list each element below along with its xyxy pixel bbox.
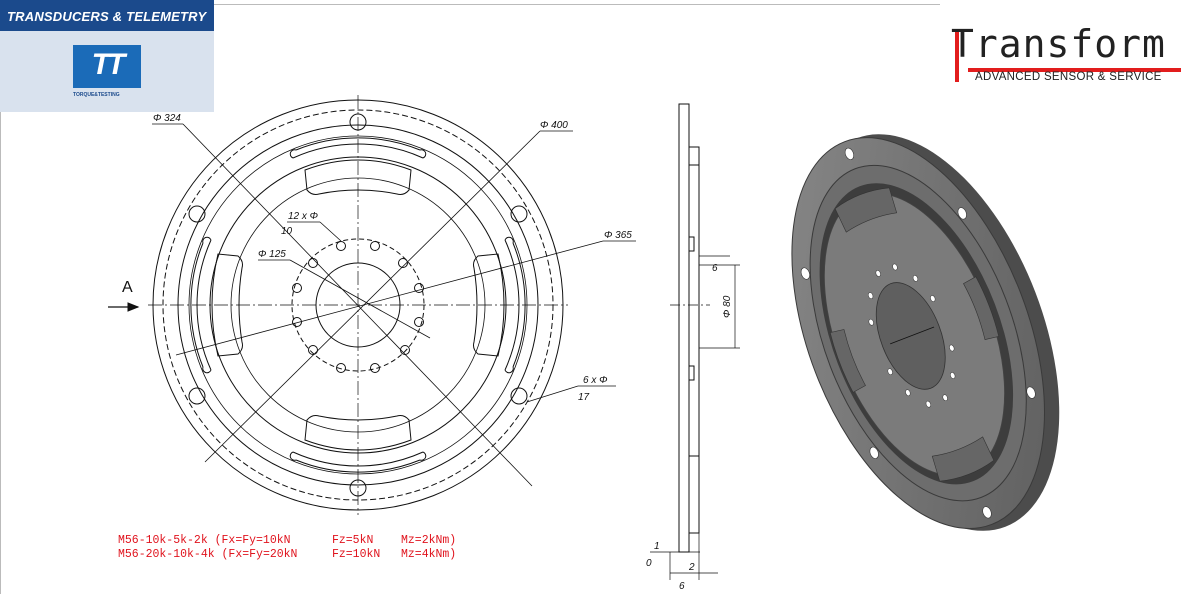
dim-d400: Φ 400 — [540, 120, 568, 131]
dim-12-holes-size: 10 — [281, 226, 293, 237]
side-dim-6-bottom: 6 — [679, 581, 685, 592]
render-inner-holes — [868, 263, 956, 408]
dim-6-holes-size: 17 — [578, 392, 590, 403]
render-outer-holes — [800, 147, 1036, 519]
inner-bolt-holes — [292, 241, 424, 373]
spec-2-model: M56-20k-10k-4k — [118, 548, 215, 561]
tt-banner-text: TRANSDUCERS & TELEMETRY — [7, 9, 207, 24]
spec-2-fz: Fz=10kN — [331, 548, 381, 561]
side-view — [650, 103, 740, 580]
side-step-upper — [688, 236, 695, 252]
transform-logo-wordmark: Transform — [951, 22, 1166, 66]
dim-12-holes: 12 x Φ — [288, 211, 318, 222]
view-label-a: A — [122, 279, 133, 296]
tt-banner-bar: TRANSDUCERS & TELEMETRY — [0, 0, 214, 31]
side-dim-d80: Φ 80 — [722, 295, 733, 318]
render-bore-mark — [890, 326, 935, 345]
side-plate — [678, 103, 690, 553]
side-dim-1: 1 — [654, 541, 660, 552]
side-view-labels: 6 Φ 80 1 0 2 6 — [646, 263, 733, 592]
side-dim-2: 2 — [688, 562, 695, 573]
tt-logo-text: TT — [91, 48, 126, 81]
leader-d365 — [175, 240, 604, 356]
leader-12-holes — [319, 221, 342, 242]
lobe-bottom — [304, 415, 412, 451]
dim-6-holes: 6 x Φ — [583, 375, 608, 386]
side-dim-0: 0 — [646, 558, 652, 569]
spec-2-fxfy: (Fx=Fy=20kN — [221, 548, 298, 561]
tt-banner: TRANSDUCERS & TELEMETRY TT TORQUE&TESTIN… — [0, 0, 214, 112]
tt-logo: TT — [73, 45, 141, 88]
side-step-lower — [688, 365, 695, 381]
leader-6-holes — [526, 385, 579, 403]
dim-d365: Φ 365 — [604, 230, 632, 241]
top-divider — [214, 4, 940, 5]
leader-d125 — [289, 259, 431, 339]
spec-1-model: M56-10k-5k-2k — [118, 534, 208, 547]
leader-d400 — [204, 130, 541, 463]
spec-1-fz: Fz=5kN — [331, 534, 374, 547]
transform-logo-tagline: ADVANCED SENSOR & SERVICE — [975, 71, 1162, 83]
front-view — [108, 95, 636, 515]
spec-line-1: M56-10k-5k-2k (Fx=Fy=10kN Fz=5kN Mz=2kNm… — [118, 534, 456, 547]
lobe-right — [473, 253, 505, 357]
dim-d125: Φ 125 — [258, 249, 286, 260]
spec-2-mz: Mz=4kNm) — [401, 548, 457, 561]
isometric-render — [791, 134, 1060, 531]
transform-logo-underline — [968, 68, 1181, 72]
spec-1-mz: Mz=2kNm) — [401, 534, 457, 547]
dim-d324: Φ 324 — [153, 113, 181, 124]
left-divider — [0, 112, 1, 594]
view-arrow-head — [127, 302, 140, 312]
side-boss — [688, 146, 700, 534]
transform-logo: Transform ADVANCED SENSOR & SERVICE — [947, 22, 1183, 86]
front-view-labels: Φ 324 Φ 400 Φ 365 12 x Φ 10 Φ 125 6 x Φ … — [122, 113, 632, 403]
lobe-top — [304, 159, 412, 195]
transform-logo-bracket — [955, 32, 959, 82]
spec-1-fxfy: (Fx=Fy=10kN — [214, 534, 291, 547]
lobe-left — [211, 253, 243, 357]
side-dim-6-top: 6 — [712, 263, 718, 274]
tt-logo-caption: TORQUE&TESTING — [73, 92, 120, 98]
spec-line-2: M56-20k-10k-4k (Fx=Fy=20kN Fz=10kN Mz=4k… — [118, 548, 456, 561]
leader-d324 — [182, 123, 533, 487]
render-lobes — [829, 187, 1000, 482]
